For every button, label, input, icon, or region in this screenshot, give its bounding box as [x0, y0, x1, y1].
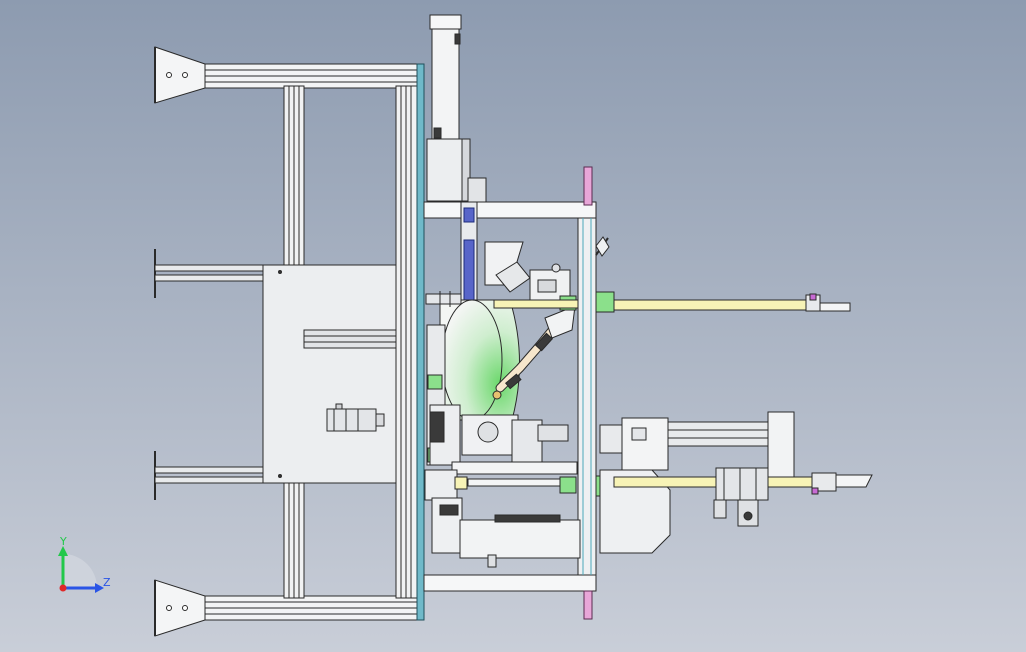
vertical-cylinder: [426, 14, 487, 203]
lower-drive: [429, 404, 578, 475]
lower-push-rod: [613, 472, 873, 495]
top-rail: [204, 63, 418, 89]
lower-cylinder: [424, 469, 581, 568]
left-frame: [154, 46, 418, 637]
vertical-post-right: [395, 85, 418, 599]
upper-push-rod: [613, 293, 851, 312]
mounting-plate: [416, 63, 425, 621]
welding-torch: [492, 305, 576, 400]
triad-z-arrowhead: [95, 583, 104, 593]
servo-motor-right: [713, 467, 769, 527]
right-assemblies: [599, 293, 873, 554]
triad-y-label: Y: [59, 535, 67, 548]
magenta-pin-bottom: [583, 590, 593, 620]
housing-box: [262, 264, 397, 484]
central-machine: [423, 14, 615, 620]
bottom-rail: [204, 595, 418, 621]
triad-y-arrowhead: [58, 546, 68, 556]
right-gearbox: [599, 411, 795, 554]
triad-origin: [59, 584, 67, 592]
magenta-pin-top: [583, 166, 593, 206]
torch-mount: [529, 236, 610, 301]
axis-triad[interactable]: Y Z: [58, 535, 111, 593]
triad-plane-arc: [63, 554, 97, 588]
triad-z-label: Z: [103, 576, 111, 589]
servo-motor-left: [326, 403, 385, 432]
clamp-upper: [493, 291, 615, 313]
